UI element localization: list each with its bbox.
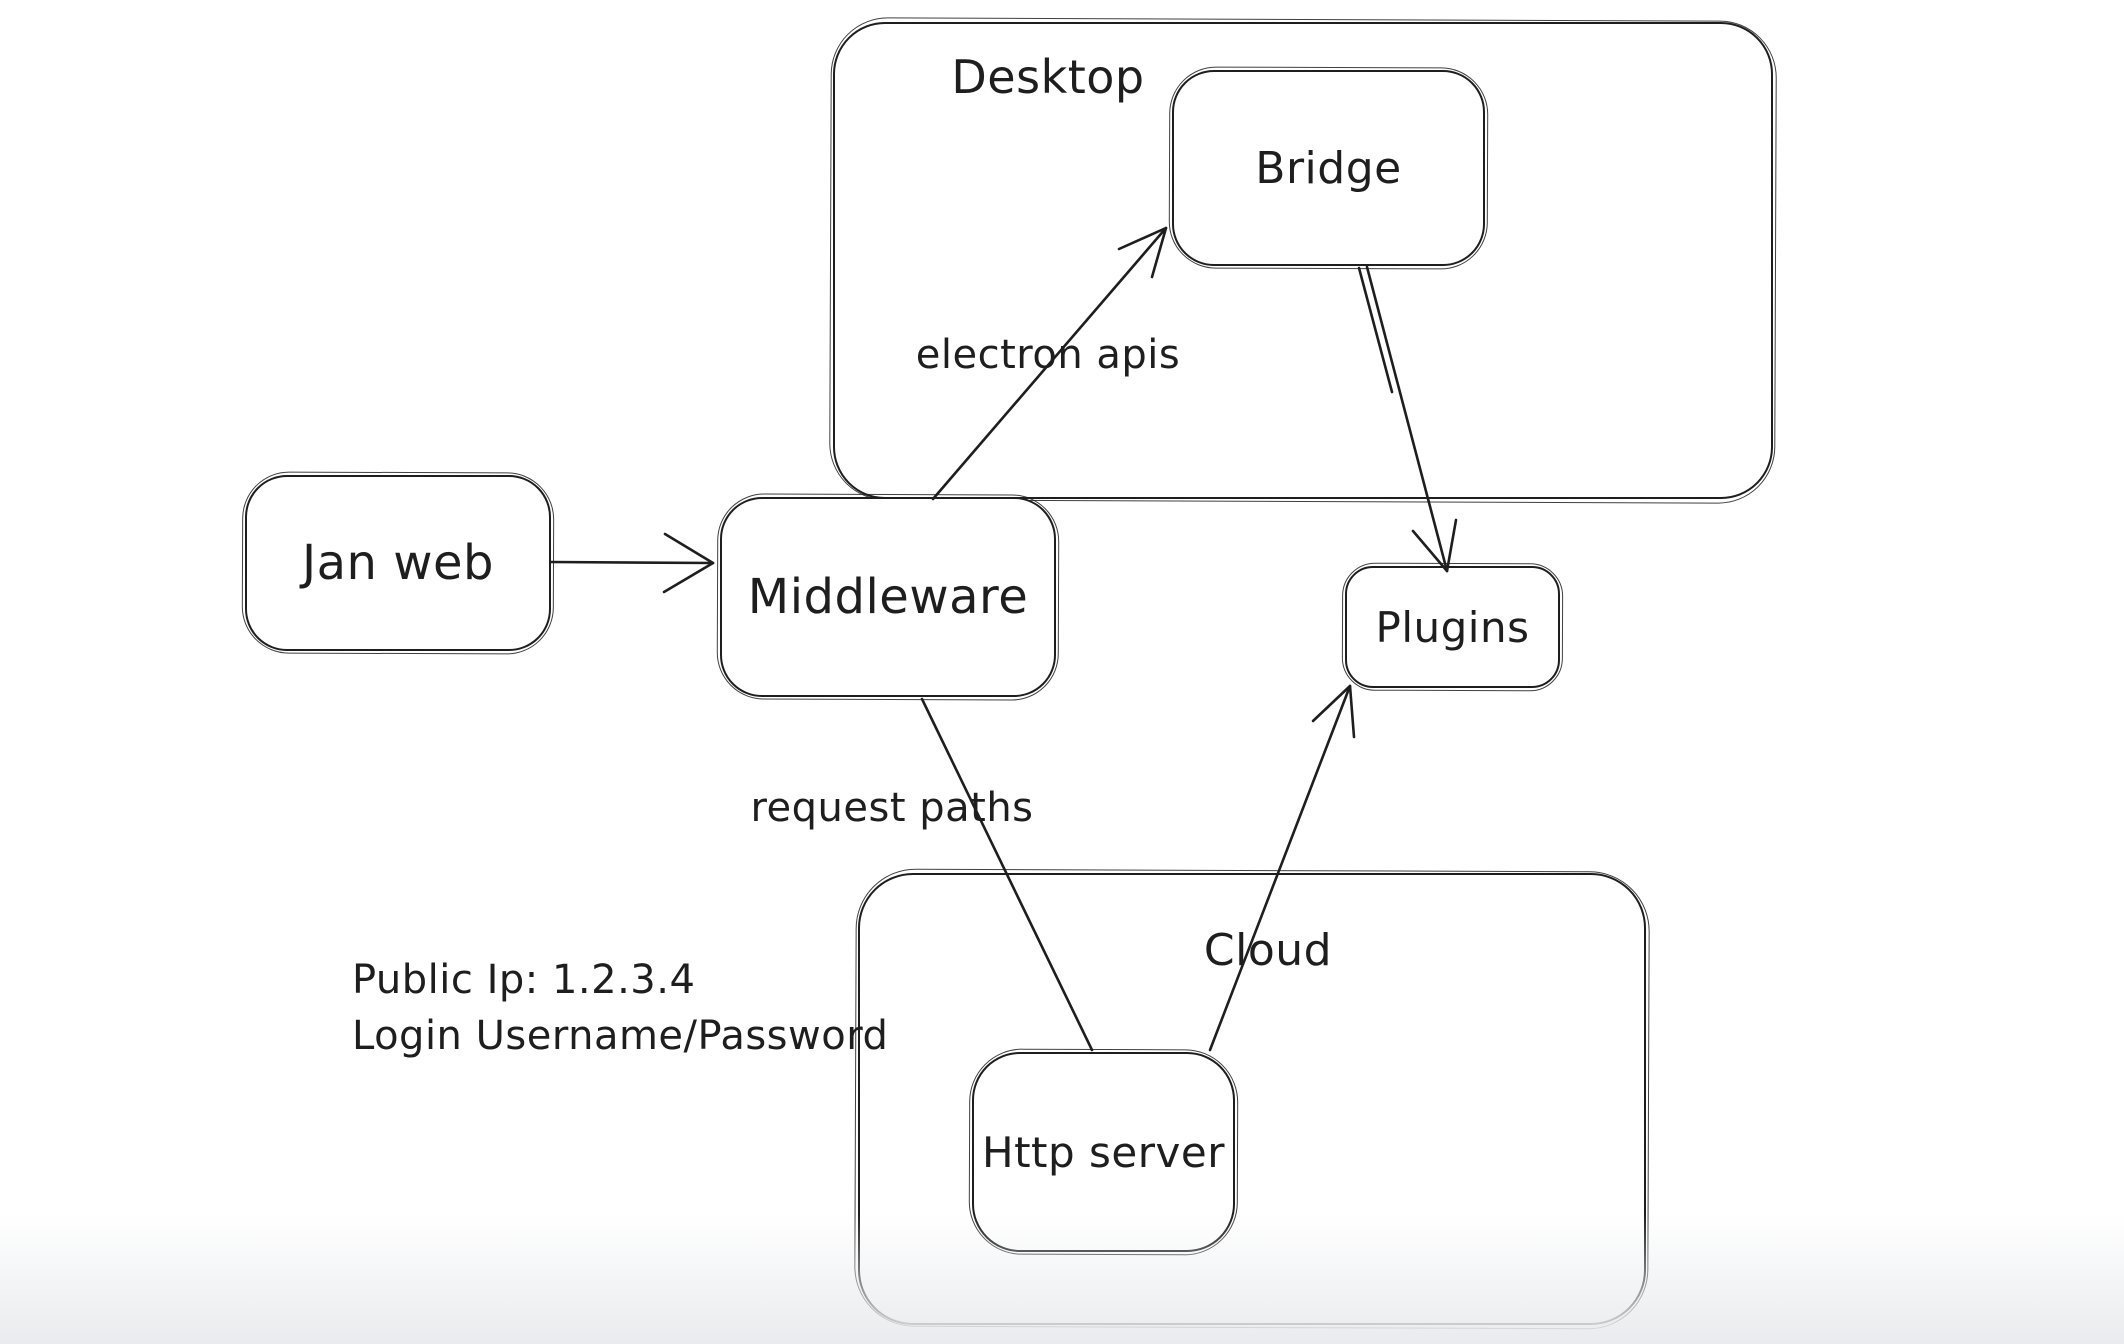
edge-httpserver-plugins-line[interactable] — [1208, 684, 1352, 1052]
node-http-server-label: Http server — [982, 1127, 1225, 1177]
edge-middleware-httpserver-line[interactable] — [920, 697, 1094, 1052]
node-plugins[interactable]: Plugins — [1345, 566, 1560, 688]
container-desktop[interactable] — [833, 22, 1773, 499]
public-ip-note-line1: Public Ip: 1.2.3.4 — [352, 957, 696, 1003]
node-middleware-label: Middleware — [747, 569, 1029, 625]
public-ip-note-line2: Login Username/Password — [352, 1013, 889, 1059]
node-plugins-label: Plugins — [1375, 602, 1530, 652]
edge-janweb-middleware-arrowhead[interactable] — [662, 532, 715, 594]
node-jan-web[interactable]: Jan web — [245, 475, 551, 651]
node-bridge-label: Bridge — [1255, 142, 1402, 194]
edge-janweb-middleware-line[interactable] — [549, 560, 715, 565]
public-ip-note[interactable]: Public Ip: 1.2.3.4 Login Username/Passwo… — [352, 952, 888, 1064]
edge-middleware-bridge-line[interactable] — [931, 226, 1168, 501]
node-middleware[interactable]: Middleware — [720, 497, 1056, 697]
edge-bridge-plugins-arrowhead[interactable] — [1411, 518, 1458, 573]
edge-httpserver-plugins-arrowhead[interactable] — [1311, 684, 1356, 739]
container-desktop-label[interactable]: Desktop — [951, 50, 1145, 104]
edge-label-electron-apis[interactable]: electron apis — [915, 332, 1181, 378]
edge-bridge-plugins-line[interactable] — [1365, 265, 1449, 573]
container-cloud-label[interactable]: Cloud — [1203, 925, 1333, 976]
edge-label-request-paths[interactable]: request paths — [750, 785, 1034, 831]
node-jan-web-label: Jan web — [301, 535, 494, 591]
edge-middleware-bridge-arrowhead[interactable] — [1117, 226, 1168, 279]
edge-bridge-plugins-sketch-stroke[interactable] — [1357, 266, 1394, 394]
node-bridge[interactable]: Bridge — [1172, 70, 1485, 266]
